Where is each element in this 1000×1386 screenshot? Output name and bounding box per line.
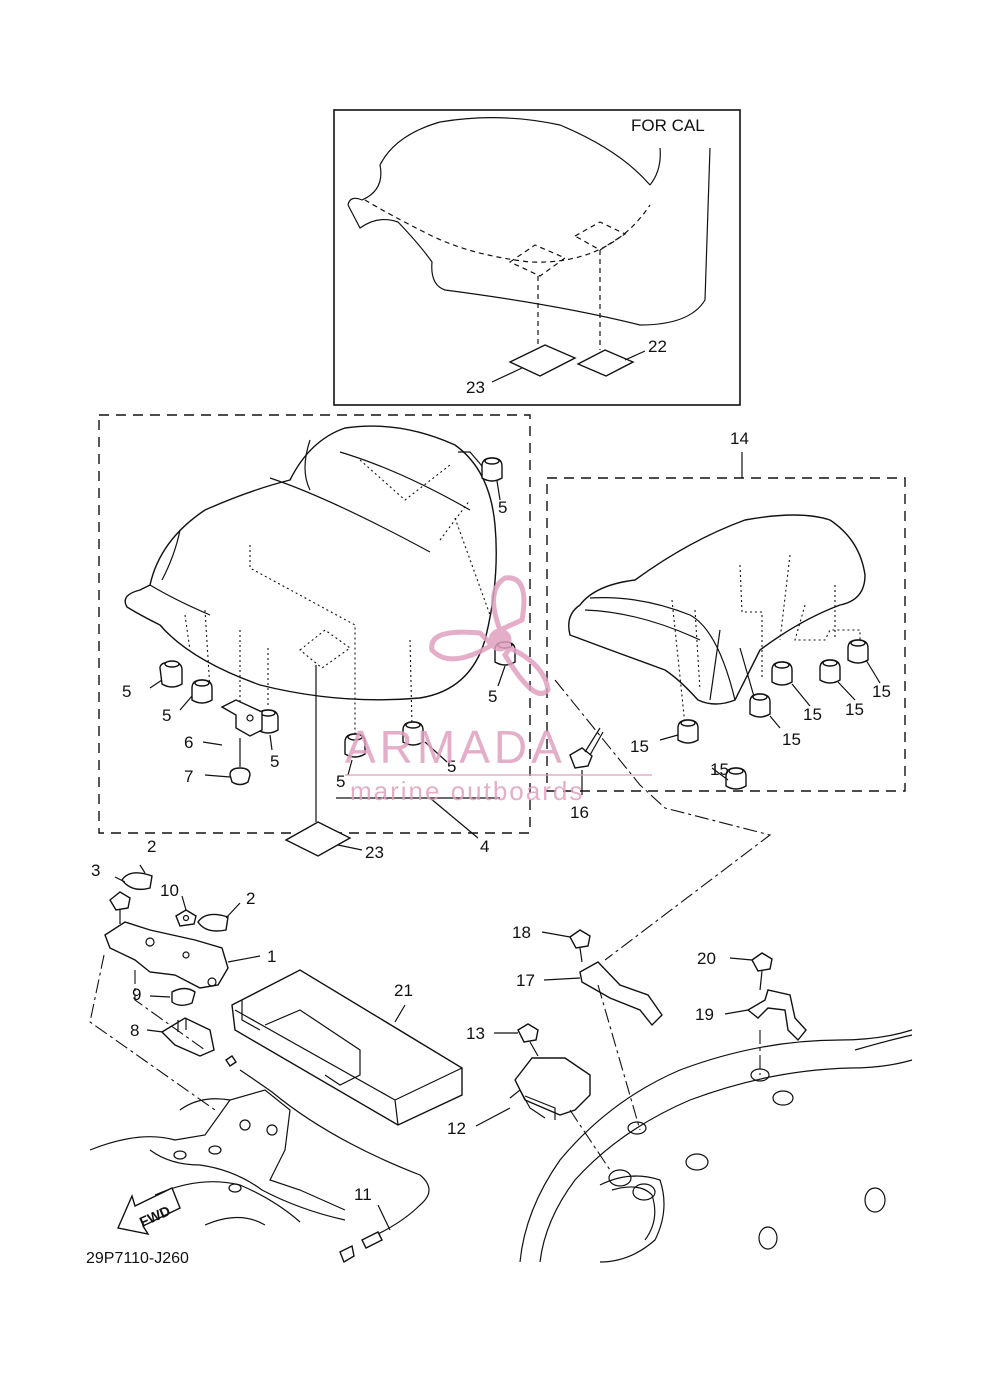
double-seat <box>124 425 497 701</box>
passenger-seat <box>568 514 866 705</box>
grommet-15-a <box>677 719 699 744</box>
label-sticker-23 <box>508 344 577 377</box>
callout-5-b: 5 <box>162 706 171 725</box>
callout-10: 10 <box>160 881 179 900</box>
fwd-arrow: FWD <box>117 1187 181 1236</box>
sticker-2-b <box>197 913 229 932</box>
callout-5-d: 5 <box>336 772 345 791</box>
callout-4: 4 <box>480 837 489 856</box>
bracket-6 <box>220 699 263 737</box>
bracket-17 <box>579 961 663 1027</box>
inset-label: FOR CAL <box>631 116 705 135</box>
label-sticker-22 <box>576 349 635 377</box>
callout-1: 1 <box>267 947 276 966</box>
label-placement-23 <box>508 244 567 277</box>
seat-lock-bracket-group: 1 2 2 3 10 9 8 <box>89 837 276 1111</box>
callout-5-g: 5 <box>488 687 497 706</box>
callout-23-inset: 23 <box>466 378 485 397</box>
callout-15-c: 15 <box>782 730 801 749</box>
label-sticker-23-main <box>284 821 352 857</box>
callout-6: 6 <box>184 733 193 752</box>
bolt-16 <box>569 727 604 769</box>
nut-10 <box>175 909 197 927</box>
nut-7 <box>229 767 251 786</box>
callout-23-main: 23 <box>365 843 384 862</box>
grommet-15-d <box>771 661 793 686</box>
propeller-logo <box>429 575 551 696</box>
grommet-15-c <box>749 693 771 718</box>
callout-19: 19 <box>695 1005 714 1024</box>
callout-15-f: 15 <box>872 682 891 701</box>
grommet-5-f <box>481 457 503 482</box>
frame-section <box>89 1089 346 1226</box>
passenger-seat-group: 14 15 15 15 15 15 15 16 <box>546 429 906 961</box>
bolt-20 <box>751 952 773 991</box>
inset-seat-outline <box>347 117 711 326</box>
callout-5-f: 5 <box>498 498 507 517</box>
callout-11: 11 <box>354 1185 372 1204</box>
bracket-19 <box>746 989 807 1042</box>
callout-15-e: 15 <box>845 700 864 719</box>
callout-22: 22 <box>648 337 667 356</box>
callout-15-d: 15 <box>803 705 822 724</box>
rear-brackets-group: 18 17 13 12 20 19 <box>447 923 807 1171</box>
bracket-1 <box>104 921 229 989</box>
grommet-5-d <box>344 733 366 758</box>
callout-14: 14 <box>730 429 749 448</box>
inset-seat-underside <box>364 199 651 263</box>
callout-8: 8 <box>130 1021 139 1040</box>
watermark-brand: ARMADA <box>345 721 566 773</box>
seat-assembly-boundary <box>98 414 531 834</box>
grommet-15-e <box>819 659 841 684</box>
bolt-18 <box>569 929 591 963</box>
callout-2-b: 2 <box>246 889 255 908</box>
grommet-5-a <box>159 660 183 688</box>
passenger-seat-boundary <box>546 477 906 792</box>
watermark: ARMADA marine outboards <box>345 575 652 806</box>
callout-5-a: 5 <box>122 682 131 701</box>
grommet-15-f <box>847 639 869 664</box>
callout-21: 21 <box>394 981 413 1000</box>
sticker-2-a <box>121 872 153 891</box>
grommet-15-b <box>725 767 747 790</box>
callout-20: 20 <box>697 949 716 968</box>
callout-12: 12 <box>447 1119 466 1138</box>
bolt-13 <box>517 1023 539 1057</box>
callout-15-a: 15 <box>630 737 649 756</box>
callout-7: 7 <box>184 767 193 786</box>
callout-17: 17 <box>516 971 535 990</box>
diagram-code: 29P7110-J260 <box>86 1250 189 1267</box>
double-seat-group: 5 5 5 5 5 5 5 6 7 23 4 <box>98 414 531 862</box>
callout-15-b: 15 <box>710 760 729 779</box>
callout-16: 16 <box>570 803 589 822</box>
callout-2-a: 2 <box>147 837 156 856</box>
callout-9: 9 <box>132 985 141 1004</box>
lock-8 <box>160 1017 215 1057</box>
callout-18: 18 <box>512 923 531 942</box>
grommet-5-c <box>257 709 279 734</box>
rear-fender <box>519 1029 913 1263</box>
grommet-5-b <box>191 679 213 704</box>
bracket-12 <box>509 1057 591 1120</box>
label-placement-22 <box>573 221 627 251</box>
storage-tray-21: 21 <box>231 969 463 1126</box>
bolt-3 <box>109 891 131 924</box>
callout-13: 13 <box>466 1024 485 1043</box>
plate-9 <box>171 987 196 1006</box>
watermark-tagline: marine outboards <box>350 776 584 806</box>
grommet-5-e <box>402 721 424 746</box>
callout-5-e: 5 <box>447 757 456 776</box>
inset-for-cal: FOR CAL 23 22 <box>333 109 741 406</box>
seat-lock-cable-11: 11 <box>225 1055 430 1264</box>
inset-frame <box>333 109 741 406</box>
callout-5-c: 5 <box>270 752 279 771</box>
callout-3: 3 <box>91 861 100 880</box>
